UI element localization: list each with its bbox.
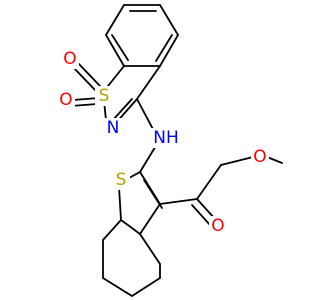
bond-line [105, 34, 125, 67]
bond-line [159, 4, 179, 36]
atom-label-layer: O O S N NH S O O [57, 49, 269, 236]
bond-line [111, 34, 129, 61]
bond-line [139, 203, 161, 235]
bond-line [111, 98, 133, 122]
bond-line [105, 4, 125, 36]
bond-line [220, 156, 254, 166]
atom-label-sulfonyl-sulfur: S [99, 86, 110, 106]
bond-line [72, 97, 100, 101]
bond-line [102, 277, 133, 297]
atom-label-ring-nitrogen: N [107, 118, 120, 138]
bond-line [72, 66, 96, 91]
atom-label-carbonyl-oxygen: O [211, 216, 224, 236]
bond-line [159, 34, 179, 67]
bond-line [120, 219, 141, 235]
bond-line [136, 65, 161, 100]
bond-line [128, 171, 141, 179]
bond-layer [70, 4, 283, 297]
bond-line [70, 103, 98, 107]
bond-line [196, 198, 216, 220]
bond-line [143, 179, 163, 209]
atom-label-ester-oxygen: O [253, 147, 266, 167]
molecule-structure: O O S N NH S O O [57, 4, 283, 297]
atom-label-oxygen-top: O [63, 49, 76, 69]
bond-line [139, 143, 158, 173]
bond-line [196, 164, 222, 200]
bond-line [266, 156, 283, 164]
bond-line [102, 219, 122, 241]
atom-label-amine-nh: NH [153, 128, 179, 148]
bond-line [159, 198, 198, 205]
atom-label-oxygen-left: O [59, 90, 72, 110]
bond-line [191, 204, 211, 226]
bond-line [155, 34, 173, 62]
bond-line [77, 62, 101, 87]
bond-line [139, 233, 161, 265]
atom-label-thiophene-sulfur: S [116, 170, 127, 190]
bond-line [131, 277, 161, 297]
bond-line [136, 98, 156, 134]
bond-line [118, 186, 122, 221]
